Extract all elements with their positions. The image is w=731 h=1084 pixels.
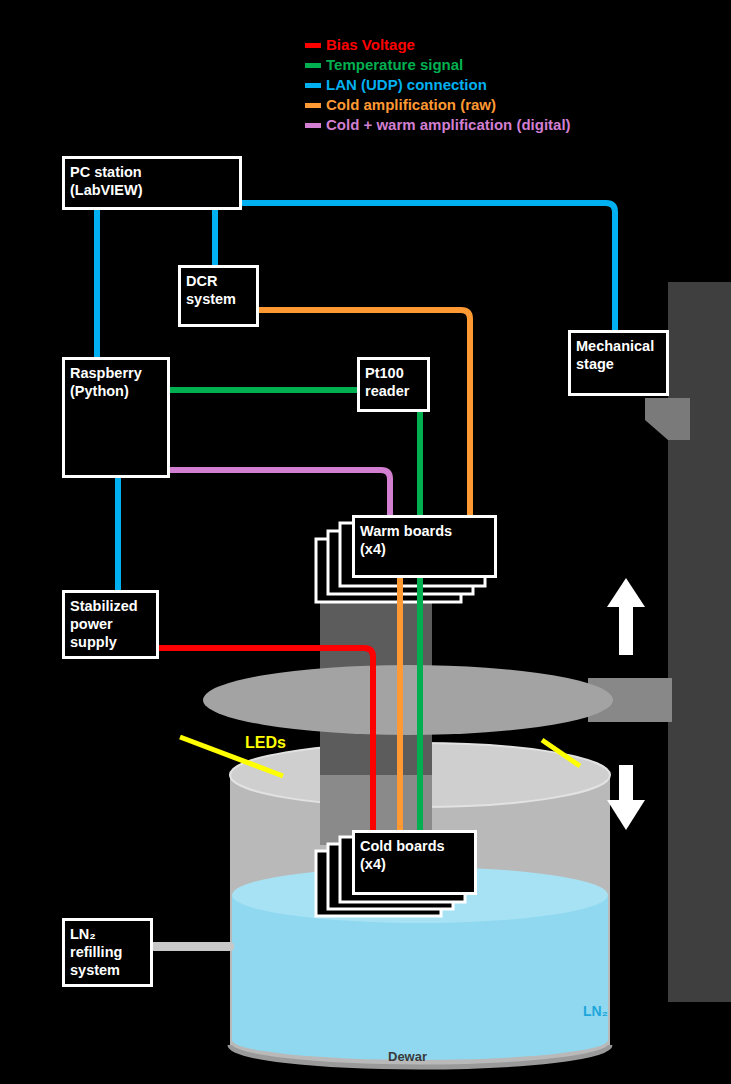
stage-bracket — [645, 398, 690, 440]
dcr-system-box: DCR system — [178, 265, 259, 327]
signal-line — [170, 390, 357, 391]
vertical-rail — [668, 282, 731, 1002]
signal-line — [159, 648, 373, 830]
dewar-rim — [230, 1045, 610, 1067]
node-text: Mechanical stage — [576, 337, 661, 373]
signal-line — [170, 470, 390, 515]
legend-text: Temperature signal — [326, 56, 463, 73]
signal-line — [215, 210, 216, 265]
cold-boards-box: Cold boards (x4) — [352, 830, 477, 895]
signal-path — [397, 578, 403, 830]
power-supply-box: Stabilized power supply — [62, 590, 159, 659]
dewar-label: Dewar — [388, 1049, 427, 1064]
legend-text: Bias Voltage — [326, 36, 415, 53]
legend-swatch — [305, 83, 321, 88]
legend-text: Cold + warm amplification (digital) — [326, 116, 571, 133]
node-text: Cold boards (x4) — [360, 837, 460, 873]
legend-swatch — [305, 63, 321, 68]
signal-line — [97, 210, 98, 357]
signal-line — [118, 478, 119, 590]
legend-swatch — [305, 123, 321, 128]
signal-path — [170, 470, 390, 515]
node-text: DCR system — [186, 272, 251, 308]
node-text: PC station (LabVIEW) — [70, 163, 162, 199]
arrow-up-head — [607, 578, 645, 607]
signal-path — [159, 648, 373, 830]
legend-row: Cold + warm amplification (digital) — [305, 116, 571, 134]
legend-swatch — [305, 43, 321, 48]
signal-line — [400, 578, 401, 830]
ln2-label: LN₂ — [583, 1003, 608, 1019]
signal-path — [417, 412, 423, 515]
legend-text: Cold amplification (raw) — [326, 96, 496, 113]
signal-path — [212, 210, 218, 265]
ln2-refilling-box: LN₂ refilling system — [62, 918, 153, 987]
led-right — [542, 740, 580, 766]
node-text: Warm boards (x4) — [360, 522, 460, 558]
signal-path — [94, 210, 100, 357]
signal-path — [115, 478, 121, 590]
mechanical-stage-box: Mechanical stage — [568, 330, 669, 396]
legend-text: LAN (UDP) connection — [326, 76, 487, 93]
arrow-down-head — [607, 800, 645, 830]
legend-row: Cold amplification (raw) — [305, 96, 496, 114]
signal-line — [420, 578, 421, 830]
legend-row: Bias Voltage — [305, 36, 415, 54]
node-text: Pt100 reader — [365, 364, 422, 400]
signal-line — [259, 310, 470, 515]
raspberry-box: Raspberry (Python) — [62, 357, 170, 478]
signal-line — [420, 412, 421, 515]
node-text: Stabilized power supply — [70, 597, 151, 651]
signal-path — [417, 578, 423, 830]
signal-path — [170, 387, 357, 393]
node-text: LN₂ refilling system — [70, 925, 145, 979]
legend-row: Temperature signal — [305, 56, 463, 74]
pt100-reader-box: Pt100 reader — [357, 357, 430, 412]
pc-station-box: PC station (LabVIEW) — [62, 156, 242, 210]
legend-row: LAN (UDP) connection — [305, 76, 487, 94]
led-label: LEDs — [245, 734, 286, 752]
warm-boards-box: Warm boards (x4) — [352, 515, 497, 578]
node-text: Raspberry (Python) — [70, 364, 160, 400]
signal-path — [259, 310, 470, 515]
lid-disk — [203, 665, 613, 735]
arrow-down-shaft — [619, 765, 633, 803]
legend-swatch — [305, 103, 321, 108]
refill-pipe — [150, 942, 234, 951]
arrow-up-shaft — [619, 605, 633, 655]
